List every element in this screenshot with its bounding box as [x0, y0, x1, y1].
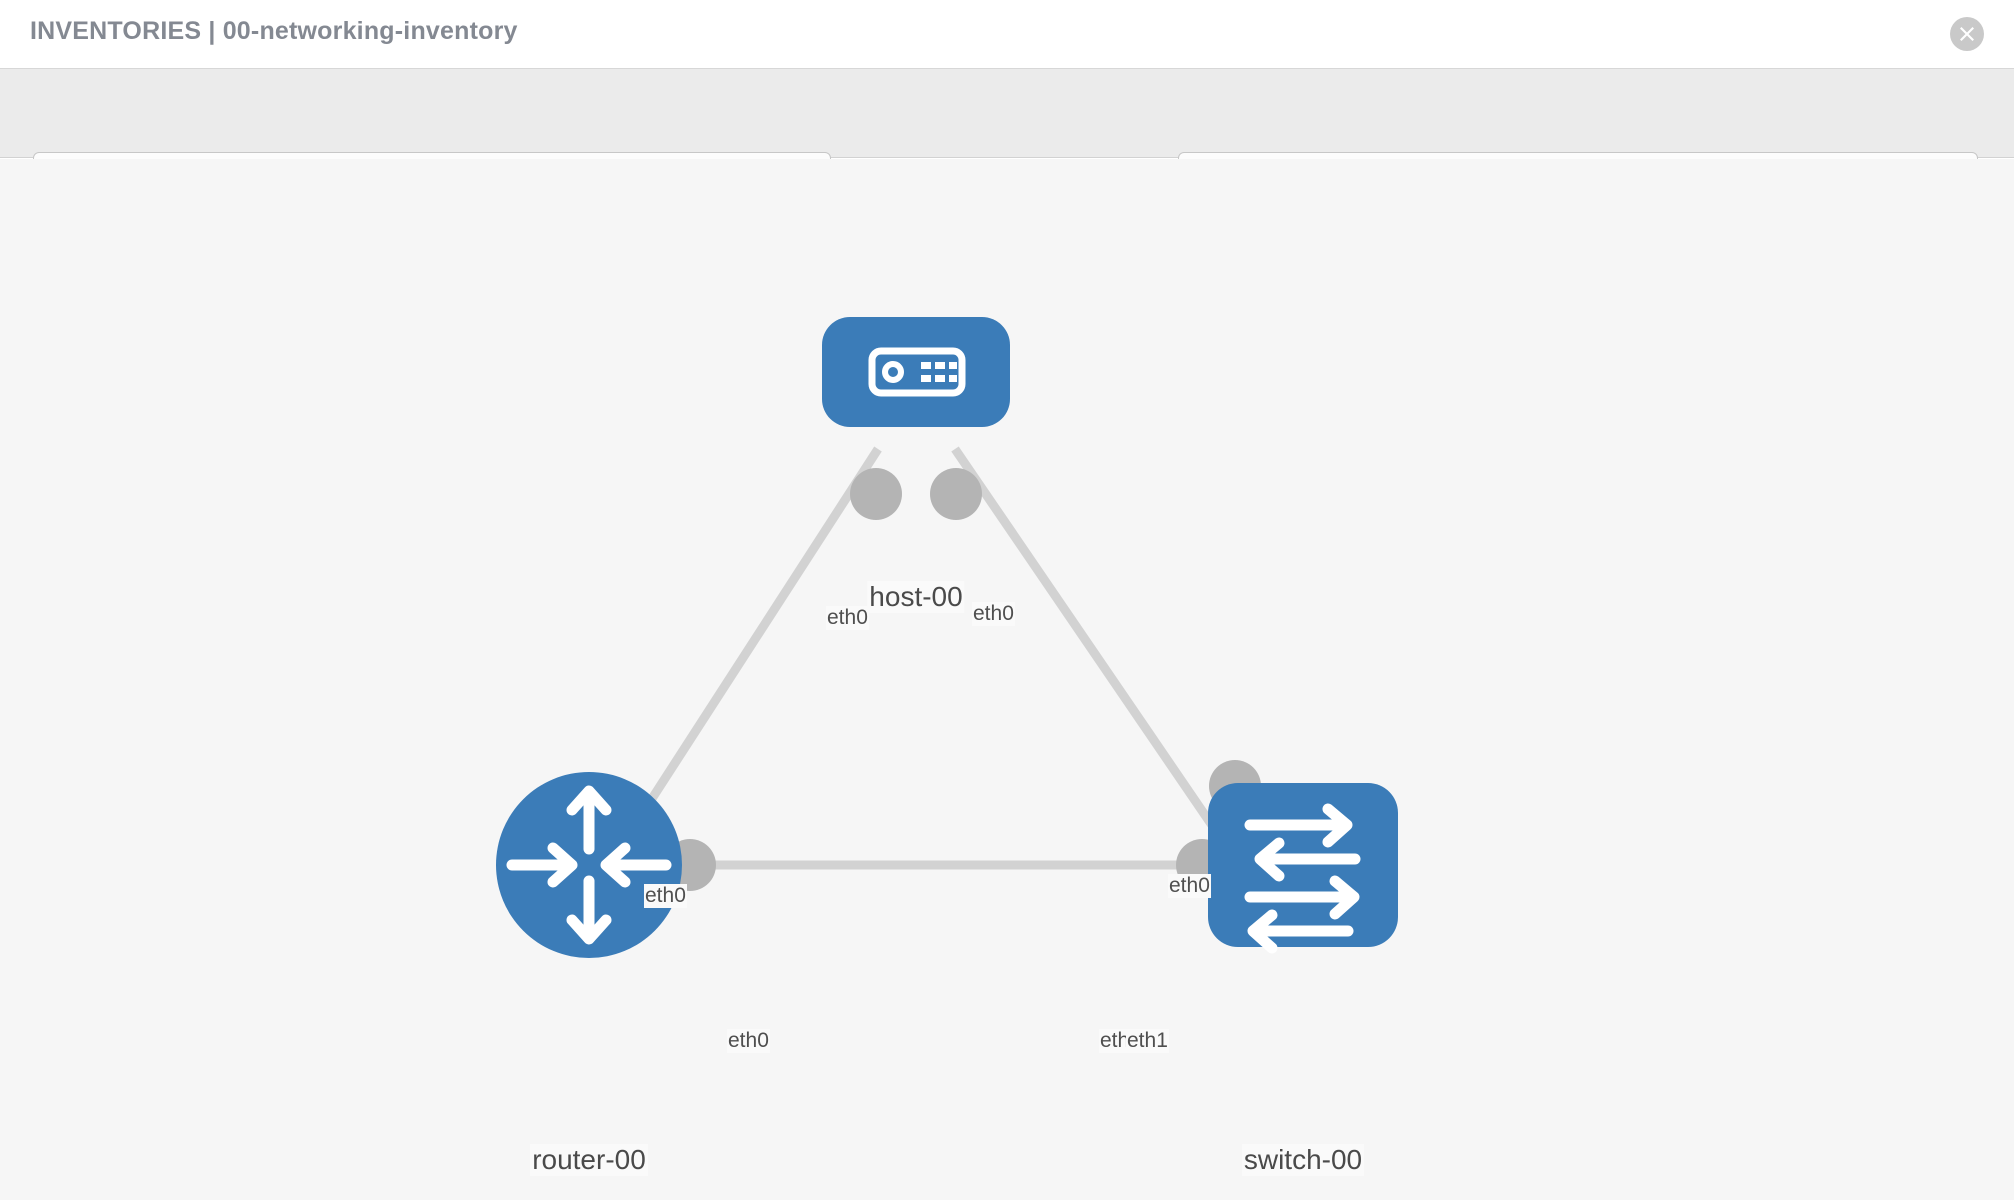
iface-label: eth0 — [727, 1029, 770, 1053]
close-glyph — [1960, 27, 1974, 41]
four-way-arrows-icon — [506, 785, 672, 945]
node-switch-00[interactable] — [1208, 783, 1398, 954]
iface-label: eth1 — [1126, 1029, 1169, 1053]
iface-label: eth0 — [972, 602, 1015, 626]
page-title: INVENTORIES | 00-networking-inventory — [30, 17, 518, 45]
topology-edges — [596, 446, 1250, 882]
bidirectional-arrows-icon — [1244, 803, 1361, 954]
endpoint-marker[interactable] — [930, 468, 982, 520]
topology-graph — [496, 317, 1398, 958]
close-icon[interactable] — [1950, 17, 1984, 51]
iface-label: eth0 — [1168, 874, 1211, 898]
iface-label: eth — [1099, 1029, 1131, 1053]
node-label-switch-00: switch-00 — [1241, 1144, 1365, 1176]
endpoint-marker[interactable] — [850, 468, 902, 520]
node-host-00[interactable] — [822, 317, 1010, 427]
toolbar: ACTIONS SEARCH — [0, 69, 2014, 204]
server-device-icon — [868, 347, 966, 397]
topology-endpoints — [664, 468, 1261, 891]
topology-canvas[interactable]: eth0 eth0 eth0 eth0 eth0 eth eth1 host-0… — [0, 159, 2014, 1200]
node-router-00[interactable] — [496, 772, 682, 958]
node-label-host-00: host-00 — [867, 581, 965, 613]
node-label-router-00: router-00 — [530, 1144, 648, 1176]
iface-label: eth0 — [644, 884, 687, 908]
iface-label: eth0 — [826, 606, 869, 630]
edge-host-switch[interactable] — [951, 446, 1239, 862]
page-header: INVENTORIES | 00-networking-inventory — [0, 0, 2014, 69]
